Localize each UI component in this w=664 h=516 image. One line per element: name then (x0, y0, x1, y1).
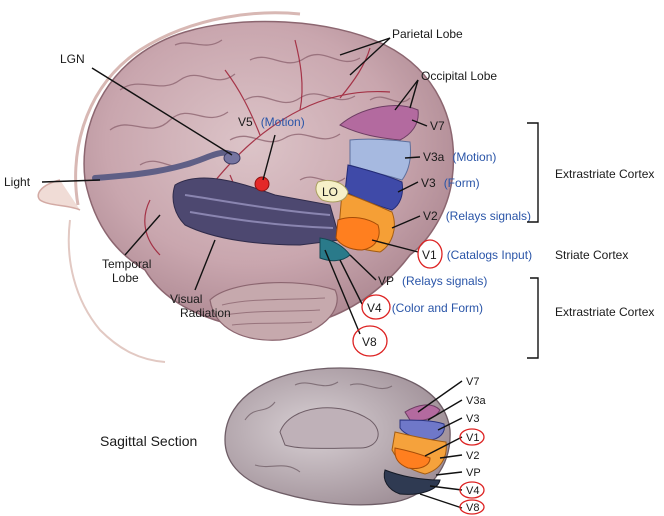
label-light: Light (4, 175, 31, 189)
label-v3a: V3a (Motion) (423, 148, 496, 165)
region-extrastriate-top: Extrastriate Cortex (555, 167, 654, 181)
label-v4: V4 (Color and Form) (367, 299, 483, 316)
label-occipital-lobe: Occipital Lobe (421, 69, 497, 83)
label-v1: V1 (Catalogs Input) (422, 246, 532, 263)
label-vp: VP (Relays signals) (378, 272, 487, 289)
label-parietal-lobe: Parietal Lobe (392, 27, 463, 41)
sag-label-v1: V1 (466, 432, 479, 444)
label-lo: LO (322, 185, 338, 199)
label-lgn: LGN (60, 52, 85, 66)
sagittal-title: Sagittal Section (100, 433, 197, 449)
sag-label-v7: V7 (466, 376, 479, 388)
label-v7: V7 (430, 119, 445, 133)
sag-label-v4: V4 (466, 485, 479, 497)
label-v3: V3 (Form) (421, 174, 480, 191)
area-v5 (255, 177, 269, 191)
sag-label-v3a: V3a (466, 395, 486, 407)
sag-label-v2: V2 (466, 450, 479, 462)
region-extrastriate-bottom: Extrastriate Cortex (555, 305, 654, 319)
region-brackets: Extrastriate Cortex Striate Cortex Extra… (527, 123, 654, 358)
lgn-nucleus (224, 152, 240, 164)
label-v2: V2 (Relays signals) (423, 207, 531, 224)
sag-label-vp: VP (466, 467, 481, 479)
sag-label-v3: V3 (466, 413, 479, 425)
region-striate: Striate Cortex (555, 248, 628, 262)
brain-lateral-view (84, 21, 453, 340)
sagittal-section: Sagittal Section V7 V3a V3 V1 V2 VP (100, 368, 486, 514)
label-v5: V5 (Motion) (238, 113, 305, 130)
area-v1 (336, 218, 379, 250)
sag-label-v8: V8 (466, 502, 479, 514)
label-v8: V8 (362, 335, 377, 349)
